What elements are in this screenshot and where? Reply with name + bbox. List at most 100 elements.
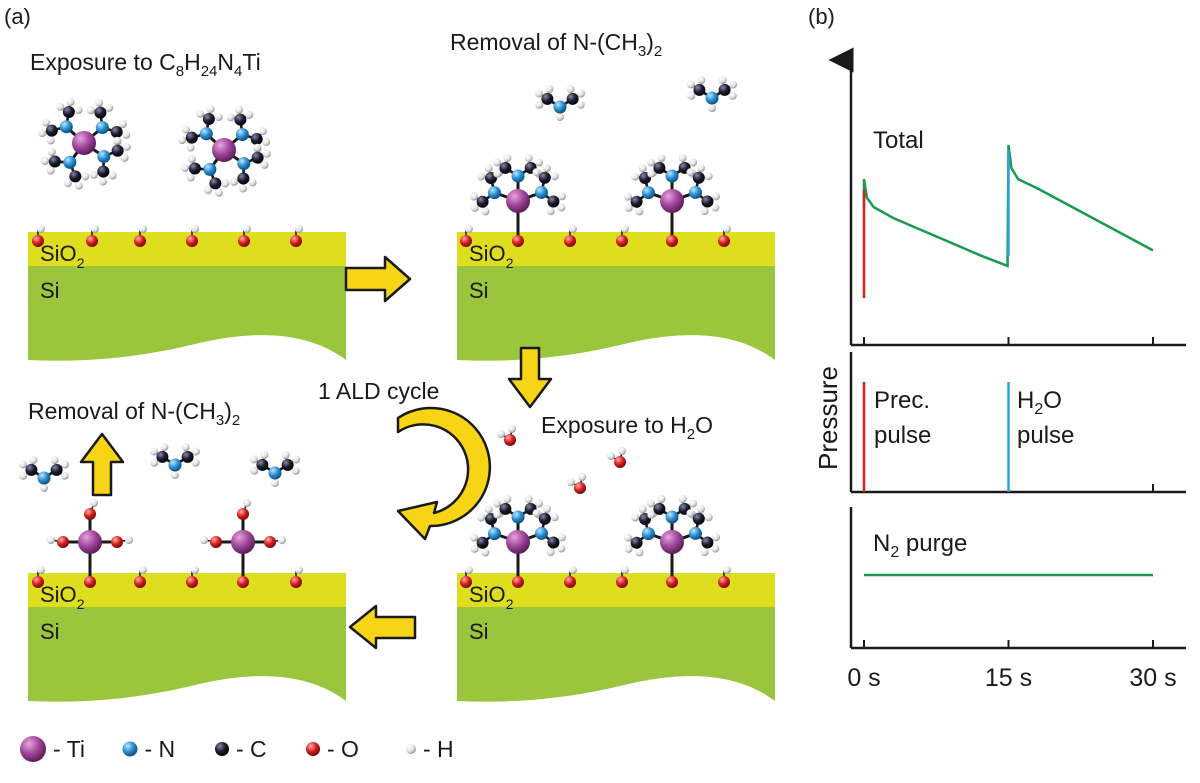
atom-n	[688, 526, 702, 540]
atom-h	[631, 172, 640, 181]
atom-c	[499, 502, 512, 515]
atom-h	[470, 544, 479, 553]
y-axis-label: Pressure	[813, 366, 843, 470]
atom-h	[697, 76, 706, 85]
atom-o	[134, 235, 146, 247]
atom-h	[718, 76, 727, 85]
atom-c	[237, 172, 250, 185]
atom-n	[641, 186, 655, 200]
atom-n	[168, 458, 182, 472]
atom-h	[203, 186, 212, 195]
atom-h	[696, 505, 705, 514]
atom-h	[181, 443, 190, 452]
atom-o	[32, 576, 44, 588]
atom-c	[630, 536, 643, 549]
atom-h	[248, 178, 257, 187]
atom-c	[538, 171, 551, 184]
sio2-label: SiO2	[40, 582, 85, 612]
si-label: Si	[469, 619, 489, 644]
atom-n	[203, 162, 217, 176]
atom-h	[557, 544, 566, 553]
atom-c	[188, 162, 201, 175]
atom-c	[693, 83, 706, 96]
atom-h	[646, 158, 655, 167]
atom-h	[281, 451, 290, 460]
atom-h	[557, 203, 566, 212]
atom-h	[550, 172, 559, 181]
legend-swatch	[306, 742, 320, 756]
silicon-bulk	[28, 607, 346, 702]
atom-n	[511, 169, 525, 183]
atom-h	[492, 158, 501, 167]
atom-h	[465, 225, 473, 233]
atom-c	[476, 195, 489, 208]
atom-h	[647, 169, 656, 178]
free-amine-2	[686, 76, 738, 112]
atom-h	[508, 425, 516, 433]
legend-item-n: - N	[122, 736, 175, 762]
atom-h	[624, 203, 633, 212]
atom-o	[666, 235, 678, 247]
atom-h	[686, 80, 695, 89]
atom-h	[253, 143, 262, 152]
atom-h	[700, 207, 709, 216]
atom-ti	[506, 530, 530, 554]
atom-h	[503, 495, 512, 504]
atom-n	[534, 526, 548, 540]
atom-h	[557, 192, 566, 201]
atom-o	[504, 434, 516, 446]
atom-h	[704, 513, 713, 522]
legend-item-c: - C	[215, 736, 267, 762]
hydroxylated-ti-1	[47, 499, 133, 588]
atom-h	[729, 80, 738, 89]
atom-h	[221, 179, 230, 188]
atom-h	[46, 136, 55, 145]
atom-h	[18, 460, 27, 469]
atom-h	[689, 499, 698, 508]
atom-h	[63, 179, 72, 188]
atom-h	[243, 499, 251, 507]
panel-a-label: (a)	[4, 4, 31, 29]
legend-label: - Ti	[53, 736, 85, 762]
atom-h	[707, 104, 716, 112]
atom-h	[86, 106, 95, 115]
atom-h	[631, 513, 640, 522]
atom-ti	[72, 131, 96, 155]
atom-o	[290, 235, 302, 247]
atom-ti	[212, 138, 236, 162]
atom-h	[503, 154, 512, 163]
sio2-label: SiO2	[40, 241, 85, 271]
atom-h	[105, 103, 114, 112]
n2-purge-label: N2 purge	[873, 530, 967, 561]
atom-h	[493, 169, 502, 178]
water-molecule-3	[607, 447, 626, 468]
atom-h	[550, 513, 559, 522]
atom-h	[542, 164, 551, 173]
atom-o	[290, 576, 302, 588]
atom-c	[111, 144, 124, 157]
atom-h	[258, 127, 267, 136]
atom-h	[243, 225, 251, 233]
atom-h	[497, 430, 505, 438]
atom-h	[624, 192, 633, 201]
atom-n	[487, 527, 501, 541]
atom-h	[235, 105, 244, 114]
atom-h	[47, 148, 56, 157]
legend-label: - C	[236, 736, 267, 762]
atom-o	[666, 576, 678, 588]
atom-h	[191, 458, 200, 467]
atom-h	[150, 458, 159, 467]
atom-h	[108, 171, 117, 180]
atom-h	[37, 566, 45, 574]
atom-n	[95, 121, 109, 135]
atom-c	[476, 536, 489, 549]
atom-h	[191, 566, 199, 574]
total-label: Total	[873, 127, 924, 154]
atom-h	[250, 466, 259, 475]
atom-h	[477, 172, 486, 181]
atom-h	[149, 447, 158, 456]
atom-c	[25, 463, 38, 476]
atom-c	[250, 132, 263, 145]
legend-label: - H	[423, 736, 454, 762]
atom-h	[700, 548, 709, 557]
